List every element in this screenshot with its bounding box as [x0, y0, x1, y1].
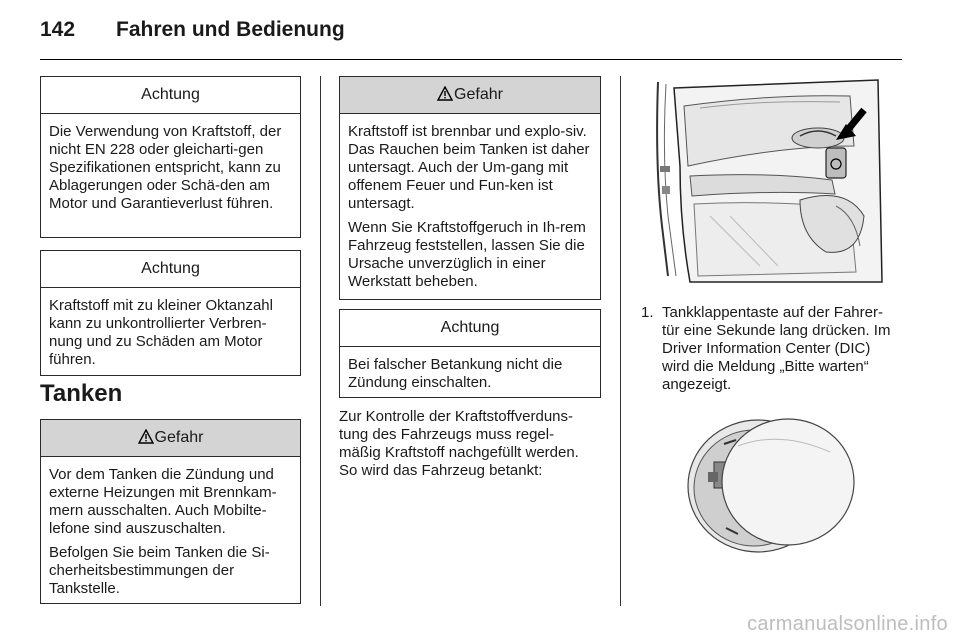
page-title: Fahren und Bedienung: [116, 18, 345, 41]
danger-heading: Gefahr: [340, 77, 600, 114]
danger-heading: Gefahr: [41, 420, 300, 457]
caution-text: Kraftstoff mit zu kleiner Oktanzahl kann…: [49, 297, 273, 368]
paragraph-line: So wird das Fahrzeug betankt:: [339, 462, 543, 479]
danger-text: Kraftstoff ist brennbar und explo-siv. D…: [348, 123, 590, 212]
danger-box-fuel-flammable: Gefahr Kraftstoff ist brennbar und explo…: [339, 76, 601, 300]
step-line: wird die Meldung „Bitte warten“: [662, 358, 869, 375]
paragraph-line: tung des Fahrzeugs muss regel-: [339, 426, 555, 443]
paragraph-line: Zur Kontrolle der Kraftstoffverduns-: [339, 408, 573, 425]
step-line: tür eine Sekunde lang drücken. Im: [662, 322, 891, 339]
danger-text: Vor dem Tanken die Zündung und externe H…: [49, 466, 277, 537]
caution-text: Die Verwendung von Kraftstoff, der nicht…: [49, 123, 282, 212]
section-title: Tanken: [40, 380, 123, 407]
column-divider-2: [620, 76, 621, 606]
step-line: Tankklappentaste auf der Fahrer-: [662, 304, 883, 321]
caution-box-octane: Achtung Kraftstoff mit zu kleiner Oktanz…: [40, 250, 301, 376]
fuel-door-illustration: [687, 418, 855, 553]
warning-triangle-icon: [437, 86, 454, 101]
refuel-intro-paragraph: Zur Kontrolle der Kraftstoffverduns- tun…: [339, 408, 609, 480]
step-line: Driver Information Center (DIC): [662, 340, 871, 357]
step-line: angezeigt.: [662, 376, 732, 393]
warning-triangle-icon: [137, 429, 154, 444]
watermark: carmanualsonline.info: [747, 613, 948, 635]
caution-box-fuel-standard: Achtung Die Verwendung von Kraftstoff, d…: [40, 76, 301, 238]
header-rule: [40, 59, 902, 60]
caution-heading: Achtung: [41, 77, 300, 114]
driver-door-illustration: [650, 76, 888, 286]
step-number: 1.: [641, 304, 654, 321]
danger-text: Wenn Sie Kraftstoffgeruch in Ih-rem Fahr…: [348, 219, 586, 290]
danger-heading-label: Gefahr: [154, 429, 204, 446]
paragraph-line: mäßig Kraftstoff nachgefüllt werden.: [339, 444, 579, 461]
step-1: 1. Tankklappentaste auf der Fahrer- tür …: [641, 304, 903, 394]
caution-text: Bei falscher Betankung nicht die Zündung…: [348, 356, 563, 391]
column-divider-1: [320, 76, 321, 606]
caution-box-wrong-fuel: Achtung Bei falscher Betankung nicht die…: [339, 309, 601, 398]
caution-heading: Achtung: [41, 251, 300, 288]
danger-text: Befolgen Sie beim Tanken die Si-cherheit…: [49, 544, 270, 597]
page-number: 142: [40, 18, 76, 41]
caution-heading: Achtung: [340, 310, 600, 347]
danger-heading-label: Gefahr: [454, 86, 503, 103]
arrow-icon: [836, 107, 867, 140]
danger-box-refuel: Gefahr Vor dem Tanken die Zündung und ex…: [40, 419, 301, 604]
